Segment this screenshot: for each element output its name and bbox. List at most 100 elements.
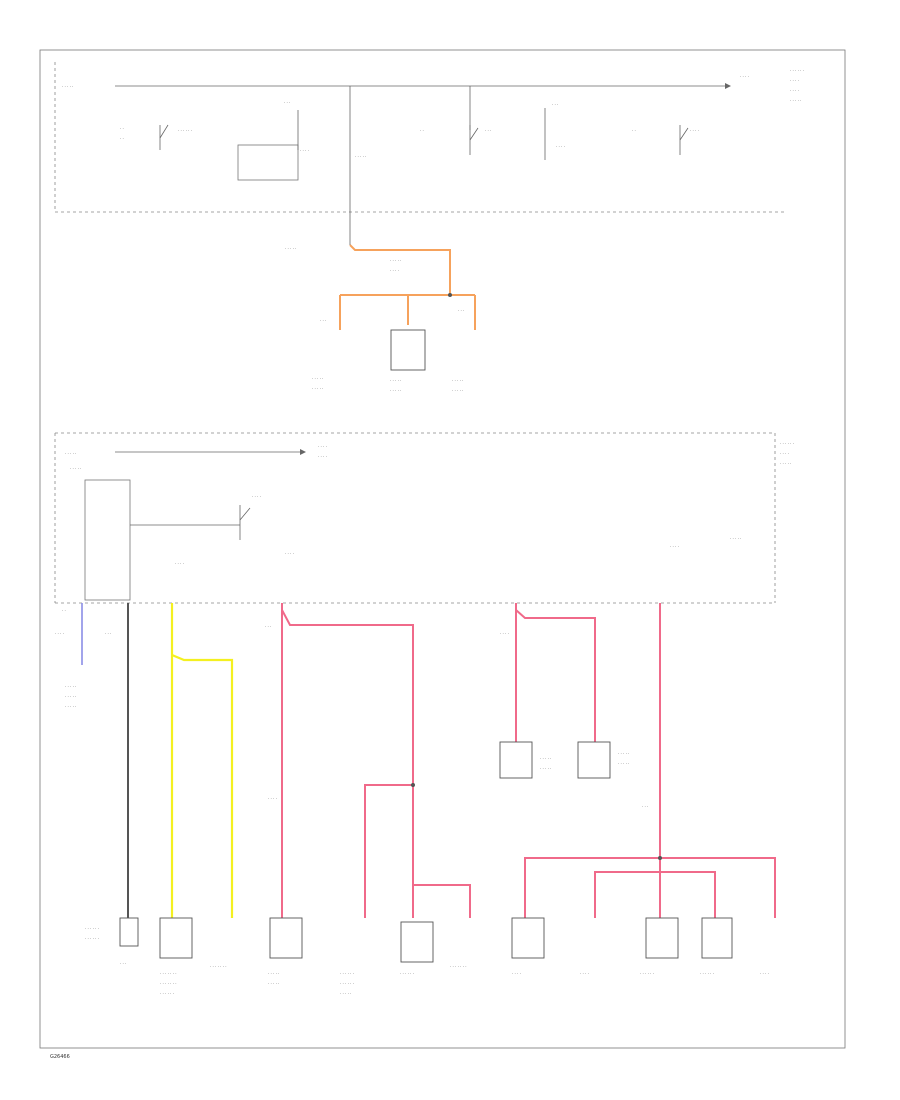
svg-text:· · · ·: · · · · bbox=[318, 454, 327, 459]
svg-text:· · · ·: · · · · bbox=[300, 148, 309, 153]
svg-text:· · · · ·: · · · · · bbox=[312, 386, 323, 391]
svg-text:· · ·: · · · bbox=[485, 128, 491, 133]
wire-yellow-2 bbox=[171, 653, 234, 918]
svg-text:· · · · · ·: · · · · · · bbox=[178, 128, 192, 133]
svg-text:· · · ·: · · · · bbox=[252, 494, 261, 499]
svg-text:· ·: · · bbox=[632, 128, 636, 133]
svg-text:· · ·: · · · bbox=[552, 102, 558, 107]
svg-text:· · · ·: · · · · bbox=[285, 551, 294, 556]
component-5 bbox=[645, 917, 679, 959]
svg-text:· · · ·: · · · · bbox=[390, 268, 399, 273]
svg-text:· · · · ·: · · · · · bbox=[340, 991, 351, 996]
bottom-labels: · · · · · · · · · · · · · · · · · · · · … bbox=[55, 608, 769, 996]
svg-text:· · · · ·: · · · · · bbox=[780, 461, 791, 466]
svg-text:· · · · ·: · · · · · bbox=[452, 378, 463, 383]
svg-text:· · · · · ·: · · · · · · bbox=[640, 971, 654, 976]
svg-text:· · · · ·: · · · · · bbox=[618, 751, 629, 756]
svg-text:· · ·: · · · bbox=[642, 804, 648, 809]
svg-text:· · · · ·: · · · · · bbox=[285, 246, 296, 251]
svg-text:· · ·: · · · bbox=[320, 318, 326, 323]
svg-text:· · · · ·: · · · · · bbox=[390, 378, 401, 383]
svg-text:· · · ·: · · · · bbox=[690, 128, 699, 133]
svg-text:· · · · · ·: · · · · · · bbox=[400, 971, 414, 976]
svg-text:· · · · · ·: · · · · · · bbox=[340, 971, 354, 976]
bottom-components bbox=[119, 741, 733, 963]
svg-text:· · ·: · · · bbox=[284, 100, 290, 105]
svg-text:· · · · · · ·: · · · · · · · bbox=[450, 964, 467, 969]
svg-text:· · · · · ·: · · · · · · bbox=[160, 991, 174, 996]
svg-text:· · · · ·: · · · · · bbox=[618, 761, 629, 766]
svg-text:· · · · ·: · · · · · bbox=[70, 466, 81, 471]
svg-text:· · · ·: · · · · bbox=[790, 88, 799, 93]
svg-text:· · · · ·: · · · · · bbox=[540, 756, 551, 761]
svg-text:· · ·: · · · bbox=[265, 624, 271, 629]
svg-text:· · · · ·: · · · · · bbox=[65, 451, 76, 456]
svg-text:· · · ·: · · · · bbox=[740, 74, 749, 79]
svg-text:· ·: · · bbox=[62, 608, 66, 613]
wire-pink-9 bbox=[594, 871, 716, 918]
svg-text:· · · ·: · · · · bbox=[500, 631, 509, 636]
svg-text:· · · · · ·: · · · · · · bbox=[85, 926, 99, 931]
svg-text:· · · · ·: · · · · · bbox=[355, 154, 366, 159]
component-4 bbox=[511, 917, 545, 959]
fuse-symbol-3 bbox=[469, 125, 479, 155]
wire-pink-4 bbox=[413, 884, 471, 918]
svg-text:· · ·: · · · bbox=[120, 961, 126, 966]
wire-pink-8 bbox=[524, 857, 776, 918]
svg-text:· · · · ·: · · · · · bbox=[390, 258, 401, 263]
svg-text:· ·: · · bbox=[420, 128, 424, 133]
fuse-symbol-2 bbox=[237, 110, 299, 181]
ground-component bbox=[119, 917, 139, 947]
component-3 bbox=[400, 921, 434, 963]
fuse-symbol-1 bbox=[159, 124, 169, 150]
svg-text:· · · · ·: · · · · · bbox=[452, 388, 463, 393]
bus-arrow-icon bbox=[725, 83, 731, 89]
svg-text:· · · · ·: · · · · · bbox=[65, 694, 76, 699]
svg-text:· · · · ·: · · · · · bbox=[730, 536, 741, 541]
svg-text:· · · · ·: · · · · · bbox=[268, 981, 279, 986]
svg-text:· · · ·: · · · · bbox=[512, 971, 521, 976]
svg-text:· ·: · · bbox=[120, 126, 124, 131]
svg-text:· · · ·: · · · · bbox=[580, 971, 589, 976]
wire-pink-3 bbox=[364, 784, 413, 918]
fuse-symbol-5 bbox=[679, 125, 689, 155]
middle-circuit: · · · · · · · · · · · · · · · · · · · · … bbox=[285, 215, 476, 393]
svg-text:· · · · · ·: · · · · · · bbox=[340, 981, 354, 986]
lower-fuse-block: · · · · · · · · · · · · · · · · · · · · … bbox=[54, 432, 794, 604]
svg-text:· · · · · ·: · · · · · · bbox=[700, 971, 714, 976]
svg-text:· · · ·: · · · · bbox=[556, 144, 565, 149]
svg-text:· · · · ·: · · · · · bbox=[790, 98, 801, 103]
component-8 bbox=[577, 741, 611, 779]
svg-text:· · · ·: · · · · bbox=[790, 78, 799, 83]
svg-text:· · · · ·: · · · · · bbox=[65, 684, 76, 689]
diagram-frame bbox=[39, 49, 846, 1049]
svg-text:· · · ·: · · · · bbox=[318, 444, 327, 449]
svg-text:· · · · ·: · · · · · bbox=[540, 766, 551, 771]
wire-pink-2 bbox=[281, 609, 414, 918]
svg-text:· · · · · · ·: · · · · · · · bbox=[160, 971, 177, 976]
svg-text:· · · · · · ·: · · · · · · · bbox=[160, 981, 177, 986]
svg-text:· · ·: · · · bbox=[458, 308, 464, 313]
svg-text:· · · · ·: · · · · · bbox=[62, 84, 73, 89]
svg-text:· · · ·: · · · · bbox=[175, 561, 184, 566]
middle-component-center bbox=[390, 329, 426, 371]
component-1 bbox=[159, 917, 193, 959]
svg-text:· · · · ·: · · · · · bbox=[390, 388, 401, 393]
svg-text:· · ·: · · · bbox=[105, 631, 111, 636]
svg-text:· · · · ·: · · · · · bbox=[65, 704, 76, 709]
component-2 bbox=[269, 917, 303, 959]
svg-text:· · · · · ·: · · · · · · bbox=[85, 936, 99, 941]
svg-text:· · · · · ·: · · · · · · bbox=[790, 68, 804, 73]
svg-text:· ·: · · bbox=[120, 136, 124, 141]
svg-text:· · · · · ·: · · · · · · bbox=[780, 441, 794, 446]
svg-text:· · · ·: · · · · bbox=[268, 796, 277, 801]
svg-text:· · · · ·: · · · · · bbox=[268, 971, 279, 976]
figure-id: G26466 bbox=[50, 1054, 70, 1060]
svg-text:· · · ·: · · · · bbox=[670, 544, 679, 549]
component-6 bbox=[701, 917, 733, 959]
svg-text:· · · · ·: · · · · · bbox=[312, 376, 323, 381]
wire-pink-6 bbox=[515, 609, 596, 742]
component-7 bbox=[499, 741, 533, 779]
upper-fuse-block: · · · · · · · · · · · · · · · · · · · · … bbox=[54, 62, 804, 215]
